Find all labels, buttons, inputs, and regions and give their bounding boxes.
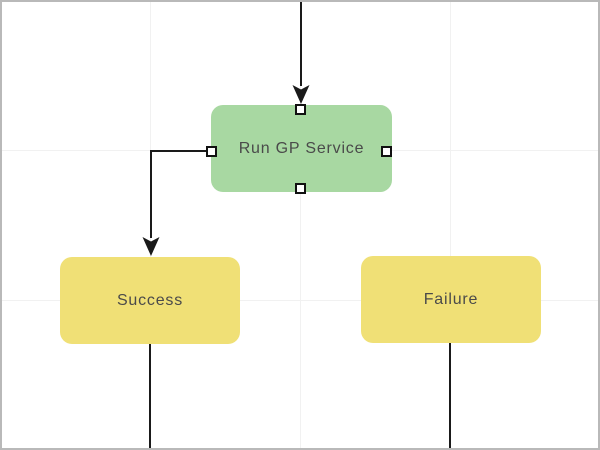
- node-failure[interactable]: Failure: [361, 256, 541, 343]
- connector-incoming-to-run-gp-service[interactable]: [292, 0, 310, 104]
- node-label: Failure: [423, 290, 479, 308]
- grid-line-vertical: [450, 0, 451, 450]
- connection-handle-bottom[interactable]: [295, 183, 306, 194]
- grid-line-vertical: [150, 0, 151, 450]
- connection-handle-left[interactable]: [206, 146, 217, 157]
- grid-line-horizontal: [0, 300, 600, 301]
- node-label: Run GP Service: [238, 139, 365, 157]
- node-label: Success: [116, 291, 184, 309]
- connection-handle-right[interactable]: [381, 146, 392, 157]
- grid-line-vertical: [300, 0, 301, 450]
- connector-run-gp-service-to-success[interactable]: [142, 150, 212, 256]
- node-success[interactable]: Success: [60, 257, 240, 344]
- arrowhead-down-icon: [142, 237, 160, 256]
- arrowhead-down-icon: [292, 85, 310, 104]
- connection-handle-top[interactable]: [295, 104, 306, 115]
- node-run-gp-service[interactable]: Run GP Service: [211, 105, 392, 192]
